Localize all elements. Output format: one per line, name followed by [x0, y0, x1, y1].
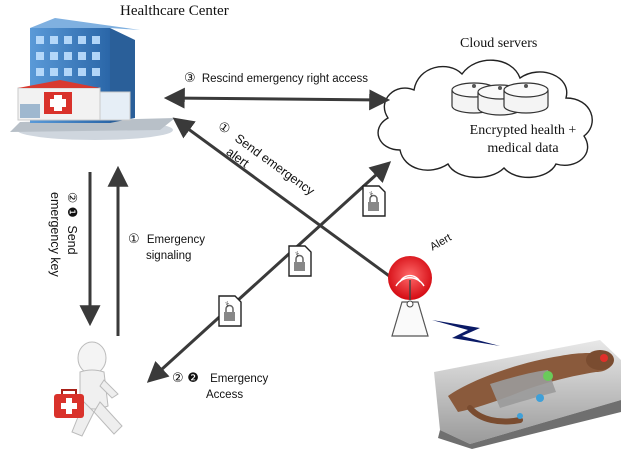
- svg-text:⚕: ⚕: [225, 300, 229, 309]
- signaling-line2: signaling: [146, 250, 192, 262]
- building-icon: [10, 18, 175, 140]
- arrows: [79, 87, 393, 383]
- access-line1: ② ❷ Emergency: [172, 370, 269, 385]
- medic-figure-icon: [54, 341, 123, 437]
- alarm-beacon-icon: [388, 256, 432, 337]
- patient-icon: [434, 340, 621, 449]
- signaling-line1: ① Emergency: [128, 231, 206, 246]
- svg-text:⚕: ⚕: [295, 250, 299, 259]
- svg-text:⚕: ⚕: [369, 190, 373, 199]
- document-lock-icon: ⚕: [362, 185, 386, 217]
- signaling-marker: ①: [128, 231, 140, 246]
- database-icon: [451, 82, 549, 116]
- access-arrow: [146, 161, 392, 383]
- document-lock-icon: ⚕: [218, 295, 242, 327]
- rescind-arrow: [163, 87, 391, 111]
- cloud-content-label: Encrypted health + medical data: [469, 123, 577, 156]
- cloud-servers-label: Cloud servers: [460, 36, 538, 51]
- send-key-label: ② ❶ Send emergency key: [46, 192, 80, 277]
- healthcare-center-label: Healthcare Center: [120, 3, 229, 19]
- send-key-markers: ② ❶: [65, 192, 79, 218]
- rescind-text: Rescind emergency right access: [201, 73, 369, 85]
- send-key-line2: emergency key: [48, 192, 62, 277]
- rescind-label: ③ Rescind emergency right access: [184, 70, 368, 86]
- rescind-marker: ③: [184, 70, 196, 85]
- access-markers: ② ❷: [172, 370, 199, 385]
- send-key-line1: ② ❶ Send: [65, 192, 79, 255]
- cloud-icon: [377, 59, 593, 179]
- signaling-label: ① Emergency signaling: [128, 231, 205, 264]
- lightning-icon: [432, 320, 500, 346]
- access-line2: Access: [206, 389, 244, 401]
- document-lock-icon: ⚕: [288, 245, 312, 277]
- access-label: ② ❷ Emergency Access: [172, 370, 268, 403]
